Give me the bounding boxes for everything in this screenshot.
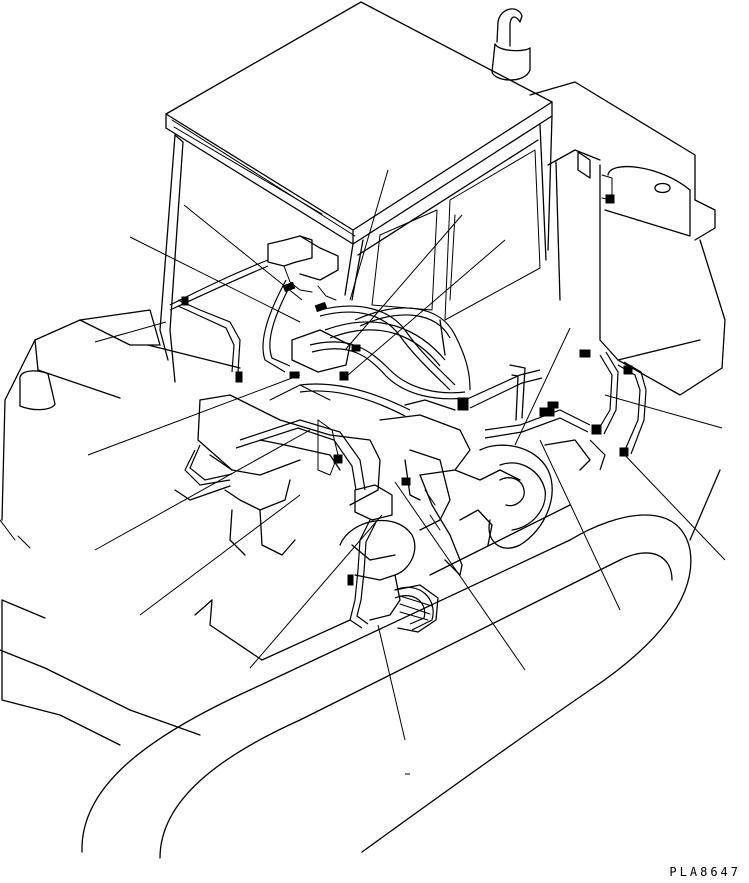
- leader-lines: [88, 170, 725, 774]
- cab: [148, 2, 552, 382]
- track-frame: [82, 470, 720, 858]
- hydraulic-hoses: [170, 260, 646, 630]
- engine-block: [175, 365, 590, 660]
- engine-hood: [530, 82, 725, 395]
- drawing-code: PLA8647: [669, 865, 741, 879]
- exhaust-pipe: [492, 9, 530, 80]
- hose-fittings: [182, 195, 632, 585]
- left-fender: [0, 310, 200, 745]
- control-valve: [268, 236, 350, 372]
